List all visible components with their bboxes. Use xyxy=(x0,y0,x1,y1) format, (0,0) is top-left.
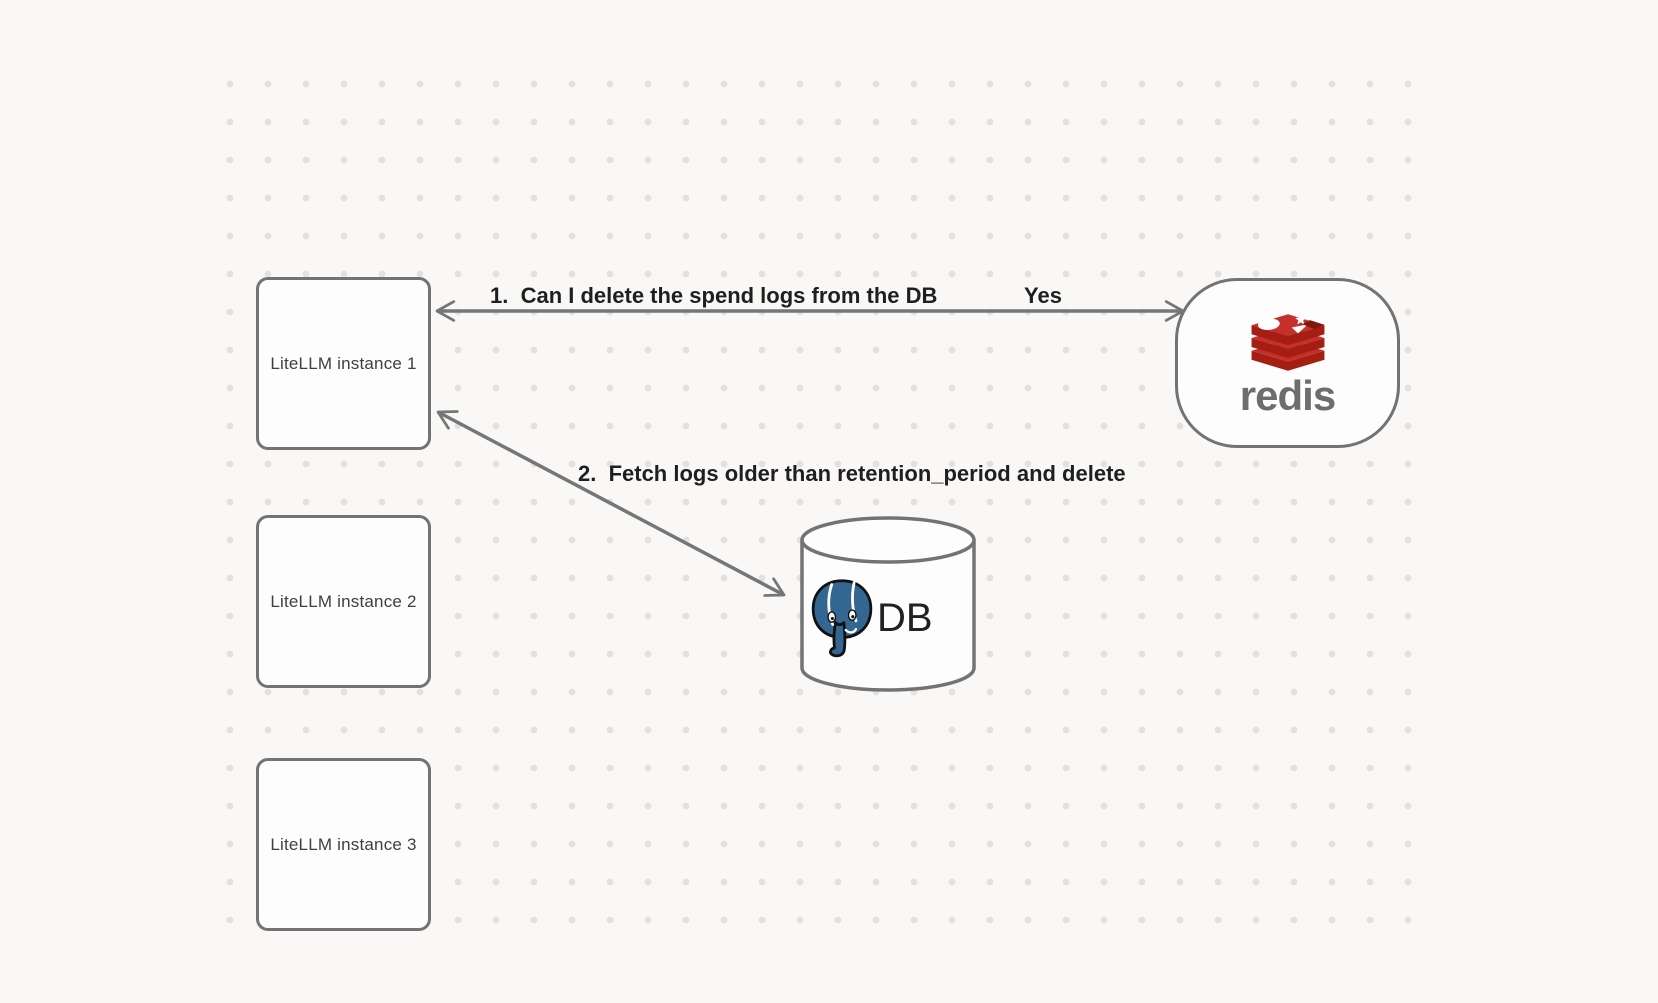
node-litellm-2-label: LiteLLM instance 2 xyxy=(270,591,417,611)
postgres-elephant-icon xyxy=(811,579,873,658)
arrow2-label: 2. Fetch logs older than retention_perio… xyxy=(578,461,1126,486)
redis-wordmark: redis xyxy=(1239,372,1336,419)
database-label: DB xyxy=(877,596,933,640)
node-litellm-instance-2[interactable]: LiteLLM instance 2 xyxy=(256,515,431,688)
database-cylinder[interactable] xyxy=(800,516,976,692)
node-litellm-instance-3[interactable]: LiteLLM instance 3 xyxy=(256,758,431,931)
arrow1-label: 1. Can I delete the spend logs from the … xyxy=(490,283,938,308)
node-litellm-instance-1[interactable]: LiteLLM instance 1 xyxy=(256,277,431,450)
node-litellm-1-label: LiteLLM instance 1 xyxy=(270,353,417,373)
database-content: DB xyxy=(808,577,968,659)
node-litellm-3-label: LiteLLM instance 3 xyxy=(270,834,417,854)
node-redis[interactable]: redis xyxy=(1175,278,1400,448)
redis-logo-icon xyxy=(1251,313,1324,371)
arrow1-response-label: Yes xyxy=(1024,283,1062,308)
arrow-litellm-db[interactable] xyxy=(436,410,786,597)
